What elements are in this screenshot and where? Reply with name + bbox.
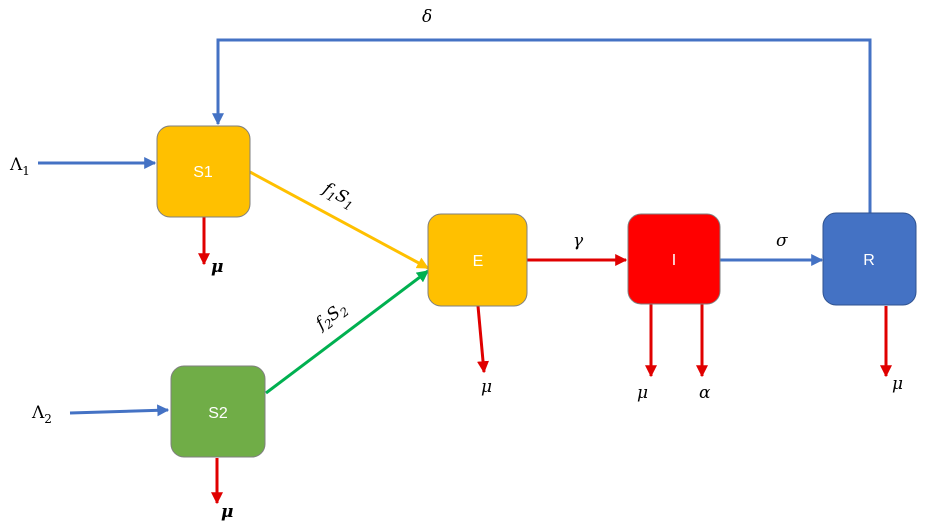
s2-to-e-arrow xyxy=(265,269,429,395)
gamma-label: γ xyxy=(573,231,584,251)
sigma-label: σ xyxy=(776,231,788,251)
node-r: R xyxy=(822,212,917,306)
s2-mu-label: μ xyxy=(221,502,233,522)
i-alpha-label: α xyxy=(699,383,711,403)
e-mu-arrow xyxy=(476,305,489,374)
r-mu-label: μ xyxy=(892,374,903,394)
node-i-label: I xyxy=(672,252,676,269)
i-mu-label: μ xyxy=(637,383,648,403)
node-r-label: R xyxy=(863,252,875,269)
lambda1-label: Λ1 xyxy=(9,155,30,178)
node-s1-label: S1 xyxy=(193,164,213,181)
node-e: E xyxy=(427,213,528,307)
lambda2-arrow xyxy=(69,404,170,417)
node-i: I xyxy=(627,213,721,305)
s1-to-e-arrow xyxy=(249,170,430,270)
node-s2: S2 xyxy=(170,365,266,458)
f1s1-label: f1S1 xyxy=(317,178,358,214)
node-s2-label: S2 xyxy=(208,405,228,422)
e-mu-label: μ xyxy=(481,377,492,397)
f2s2-label: f2S2 xyxy=(310,298,351,337)
node-e-label: E xyxy=(473,253,484,270)
delta-label: δ xyxy=(422,7,432,27)
delta-feedback-arrow xyxy=(212,38,872,213)
node-s1: S1 xyxy=(156,125,251,218)
s1-mu-label: μ xyxy=(211,257,223,277)
lambda2-label: Λ2 xyxy=(31,403,52,426)
